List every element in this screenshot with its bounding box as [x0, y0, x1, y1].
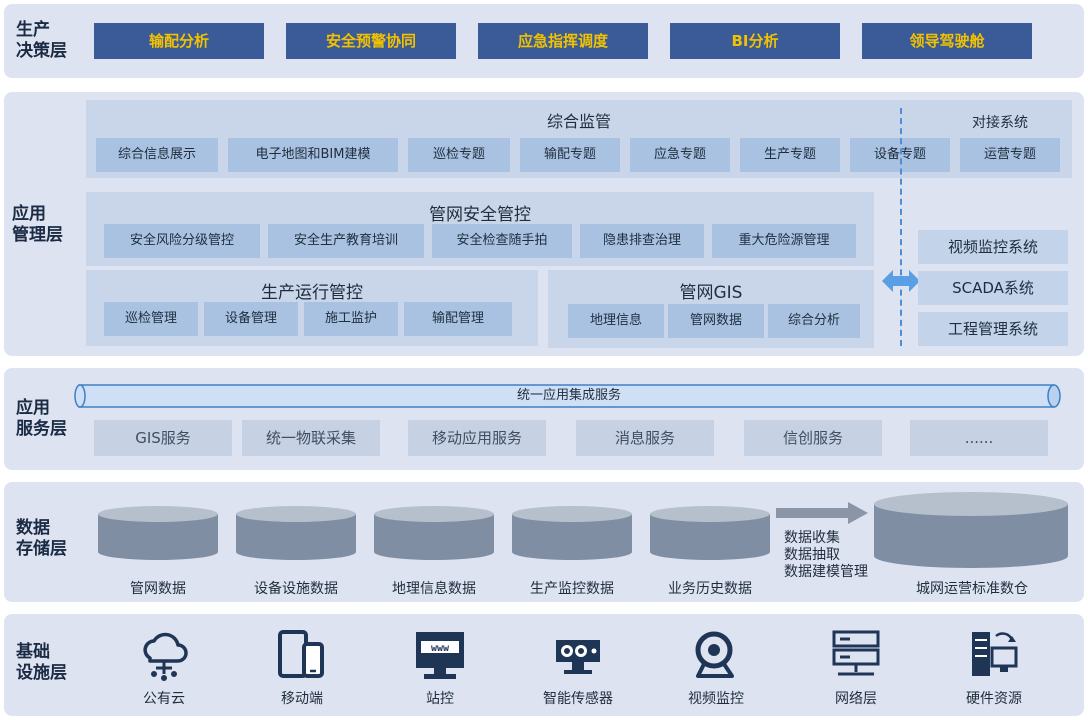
- database-cylinder-2: [236, 506, 356, 560]
- database-cylinder-4: [512, 506, 632, 560]
- service-item-1[interactable]: GIS服务: [94, 420, 232, 456]
- infra-label-mobile: 移动端: [281, 691, 323, 707]
- service-item-3[interactable]: 移动应用服务: [408, 420, 546, 456]
- infra-label-network: 网络层: [835, 691, 877, 707]
- infra-label-public-cloud: 公有云: [143, 691, 185, 707]
- production-operation-title: 生产运行管控: [261, 283, 363, 303]
- supervision-item-2[interactable]: 电子地图和BIM建模: [228, 138, 398, 172]
- production-item-4[interactable]: 输配管理: [404, 302, 512, 336]
- database-label-4: 生产监控数据: [530, 581, 614, 597]
- pipeline-gis-title: 管网GIS: [679, 283, 743, 303]
- flow-arrow-icon: [776, 502, 868, 524]
- database-label-1: 管网数据: [130, 581, 186, 597]
- service-item-2[interactable]: 统一物联采集: [242, 420, 380, 456]
- infra-label-camera: 视频监控: [688, 691, 744, 707]
- decision-button-4[interactable]: BI分析: [670, 23, 840, 59]
- data-warehouse-label: 城网运营标准数仓: [916, 581, 1028, 597]
- decision-layer: 生产 决策层 输配分析 安全预警协同 应急指挥调度 BI分析 领导驾驶舱: [4, 4, 1084, 78]
- camera-icon: [695, 631, 734, 678]
- infra-label-station: 站控: [426, 691, 454, 707]
- database-cylinder-5: [650, 506, 770, 560]
- integration-bus-label: 统一应用集成服务: [516, 388, 621, 403]
- svg-text:www: www: [431, 643, 450, 654]
- production-item-3[interactable]: 施工监护: [304, 302, 398, 336]
- sensor-icon: [556, 640, 600, 674]
- bidirectional-arrow-icon: [882, 270, 920, 292]
- safety-item-1[interactable]: 安全风险分级管控: [104, 224, 260, 258]
- monitor-www-icon: www: [416, 632, 464, 679]
- data-storage-layer-label: 数据 存储层: [16, 518, 67, 559]
- external-system-engineering[interactable]: 工程管理系统: [918, 312, 1068, 346]
- decision-button-1[interactable]: 输配分析: [94, 23, 264, 59]
- pipeline-safety-title: 管网安全管控: [429, 205, 531, 225]
- safety-item-4[interactable]: 隐患排查治理: [580, 224, 704, 258]
- infra-label-sensor: 智能传感器: [543, 691, 613, 707]
- database-label-5: 业务历史数据: [668, 581, 752, 597]
- external-system-scada[interactable]: SCADA系统: [918, 271, 1068, 305]
- safety-item-3[interactable]: 安全检查随手拍: [432, 224, 572, 258]
- network-icon: [832, 630, 880, 676]
- decision-layer-label: 生产 决策层: [16, 20, 67, 61]
- database-cylinder-1: [98, 506, 218, 560]
- supervision-item-1[interactable]: 综合信息展示: [96, 138, 218, 172]
- production-item-1[interactable]: 巡检管理: [104, 302, 198, 336]
- database-label-2: 设备设施数据: [254, 581, 338, 597]
- supervision-item-4[interactable]: 输配专题: [520, 138, 620, 172]
- supervision-item-5[interactable]: 应急专题: [630, 138, 730, 172]
- supervision-item-3[interactable]: 巡检专题: [408, 138, 510, 172]
- decision-button-2[interactable]: 安全预警协同: [286, 23, 456, 59]
- service-item-6[interactable]: ......: [910, 420, 1048, 456]
- safety-item-2[interactable]: 安全生产教育培训: [268, 224, 424, 258]
- supervision-item-6[interactable]: 生产专题: [740, 138, 840, 172]
- gis-item-3[interactable]: 综合分析: [768, 304, 860, 338]
- integration-bus-pipe: [74, 384, 1061, 408]
- decision-button-3[interactable]: 应急指挥调度: [478, 23, 648, 59]
- infrastructure-layer-label: 基础 设施层: [16, 642, 67, 683]
- decision-button-5[interactable]: 领导驾驶舱: [862, 23, 1032, 59]
- cloud-icon: [143, 632, 188, 681]
- supervision-item-8[interactable]: 运营专题: [960, 138, 1060, 172]
- external-systems-title: 对接系统: [972, 115, 1028, 131]
- database-cylinder-3: [374, 506, 494, 560]
- database-label-3: 地理信息数据: [392, 581, 476, 597]
- interface-divider: [900, 108, 902, 346]
- data-flow-steps: 数据收集 数据抽取 数据建模管理: [784, 530, 868, 580]
- production-item-2[interactable]: 设备管理: [204, 302, 298, 336]
- infra-label-hardware: 硬件资源: [966, 691, 1022, 707]
- server-icon: [972, 632, 1018, 676]
- infrastructure-layer: 基础 设施层: [4, 614, 1084, 716]
- gis-item-1[interactable]: 地理信息: [568, 304, 664, 338]
- comprehensive-supervision-title: 综合监管: [546, 112, 611, 131]
- service-item-5[interactable]: 信创服务: [744, 420, 882, 456]
- application-service-layer-label: 应用 服务层: [16, 398, 67, 439]
- data-warehouse-cylinder: [874, 492, 1068, 568]
- application-management-layer-label: 应用 管理层: [12, 204, 63, 245]
- safety-item-5[interactable]: 重大危险源管理: [712, 224, 856, 258]
- external-system-video[interactable]: 视频监控系统: [918, 230, 1068, 264]
- service-item-4[interactable]: 消息服务: [576, 420, 714, 456]
- gis-item-2[interactable]: 管网数据: [668, 304, 764, 338]
- mobile-icon: [278, 630, 324, 678]
